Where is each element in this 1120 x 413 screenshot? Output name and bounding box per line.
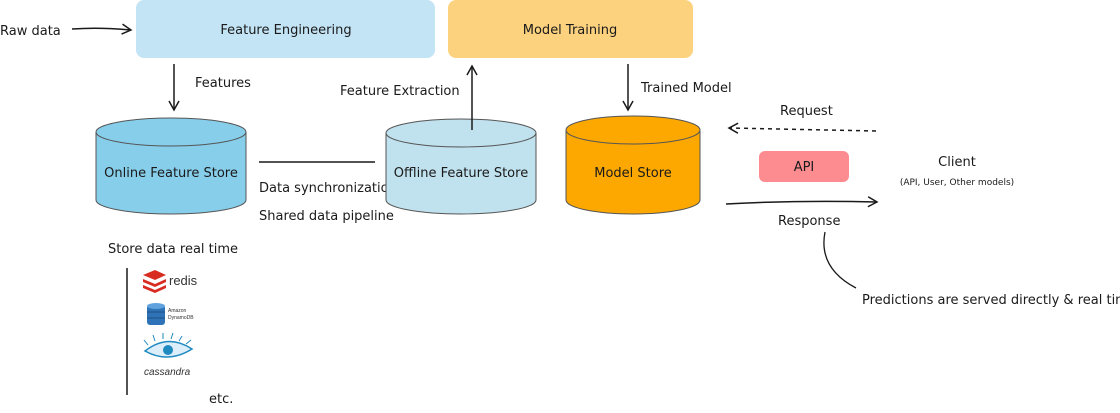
response-label: Response xyxy=(778,214,840,229)
raw-data-label: Raw data xyxy=(0,24,61,39)
trained-model-label: Trained Model xyxy=(640,81,732,96)
store-realtime-label: Store data real time xyxy=(108,242,238,257)
cassandra-eye-icon xyxy=(143,332,194,358)
feature-engineering-box xyxy=(136,0,435,58)
feature-extraction-label: Feature Extraction xyxy=(340,84,460,99)
client-label: Client xyxy=(938,155,976,170)
feature-engineering-node: Feature Engineering xyxy=(136,0,435,58)
dynamodb-icon xyxy=(147,303,165,325)
dynamodb-logo-text-line1: Amazon xyxy=(168,308,187,314)
etc-label: etc. xyxy=(209,392,233,407)
request-label: Request xyxy=(780,104,833,119)
features-label: Features xyxy=(195,76,251,91)
model-store-label: Model Store xyxy=(594,166,672,181)
redis-logo-text: redis xyxy=(169,273,198,288)
offline-store-top xyxy=(385,118,537,148)
model-store-top xyxy=(565,115,701,145)
cassandra-logo: cassandra xyxy=(143,332,194,378)
model-training-label: Model Training xyxy=(523,23,617,38)
online-store-top xyxy=(95,117,247,147)
dynamodb-logo: Amazon DynamoDB xyxy=(147,303,194,325)
response-arrow xyxy=(725,196,879,208)
client-sub-label: (API, User, Other models) xyxy=(900,178,1014,188)
api-node: API xyxy=(759,151,849,182)
api-box xyxy=(759,151,849,182)
offline-feature-store-node: Offline Feature Store xyxy=(385,118,537,215)
dynamodb-logo-text-line2: DynamoDB xyxy=(168,315,194,321)
api-label: API xyxy=(794,160,815,175)
online-store-body xyxy=(95,131,247,215)
predictions-callout-line xyxy=(823,231,857,289)
shared-pipeline-label: Shared data pipeline xyxy=(259,209,394,224)
online-feature-store-node: Online Feature Store xyxy=(95,117,247,215)
cassandra-logo-text: cassandra xyxy=(144,367,191,378)
model-store-node: Model Store xyxy=(565,115,701,215)
offline-store-body xyxy=(385,132,537,215)
model-training-node: Model Training xyxy=(448,0,693,58)
online-store-label: Online Feature Store xyxy=(104,166,238,181)
request-arrow xyxy=(727,122,877,134)
redis-logo: redis xyxy=(143,270,198,293)
model-training-box xyxy=(448,0,693,58)
redis-icon xyxy=(143,270,166,293)
offline-store-label: Offline Feature Store xyxy=(394,166,528,181)
feature-engineering-label: Feature Engineering xyxy=(220,23,351,38)
model-store-body xyxy=(565,129,701,215)
data-sync-label: Data synchronization xyxy=(259,181,397,196)
raw-data-arrow xyxy=(71,23,133,35)
predictions-label: Predictions are served directly & real t… xyxy=(862,293,1120,308)
